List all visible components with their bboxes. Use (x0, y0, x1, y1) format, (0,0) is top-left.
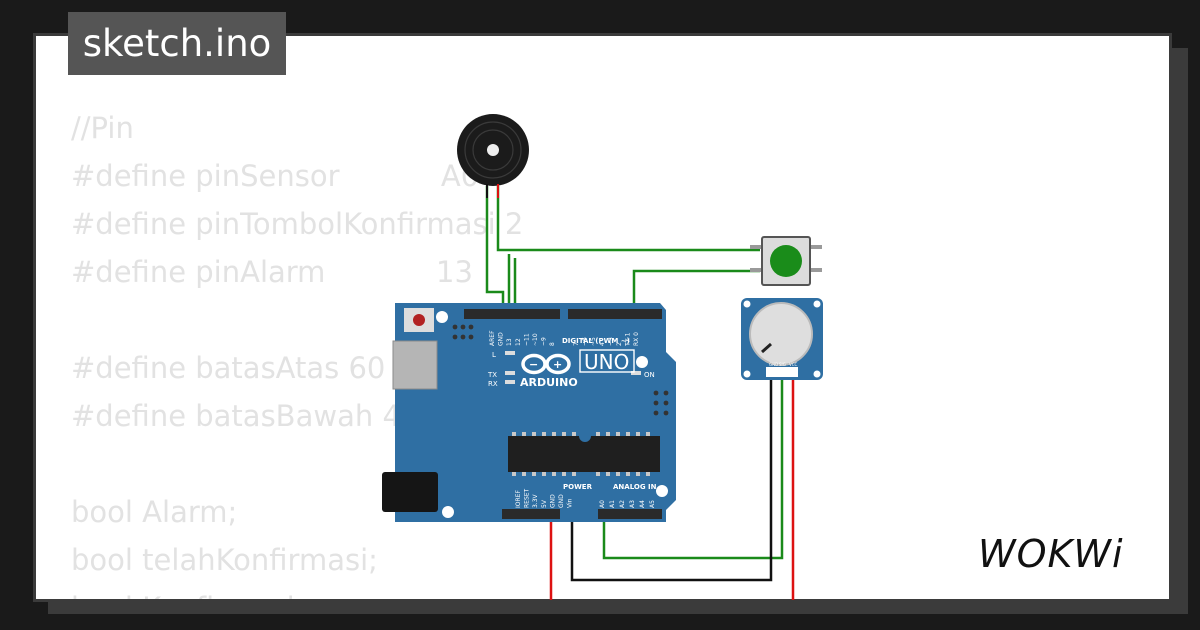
code-line: bool telahKonfirmasi; (71, 543, 378, 577)
arduino-infinity-logo (521, 353, 571, 375)
wire-pot-gnd (570, 378, 773, 582)
pin-label: TX 1 (625, 332, 632, 347)
pin-label: 3.3V (532, 493, 539, 508)
pin-label: ~6 (582, 337, 589, 346)
wire-button-pin2 (632, 269, 760, 312)
potentiometer-icon: GND SIG VCC (741, 298, 823, 380)
pin-label: RESET (524, 488, 531, 508)
code-line: #define batasBawah 40 (71, 399, 420, 433)
pin-label: 2 (616, 342, 623, 346)
push-button-icon (750, 236, 822, 286)
analog-header-label: ANALOG IN (613, 483, 657, 491)
pin-label: A0 (599, 500, 606, 508)
pin-label: GND (558, 494, 565, 508)
pot-pin-vcc: VCC (789, 362, 798, 367)
code-line: bool Konfirmasi; (71, 584, 523, 599)
pin-label: A4 (639, 500, 646, 508)
pin-label: ~3 (607, 337, 614, 346)
pin-label: 7 (573, 342, 580, 346)
arduino-board-icon: L TX RX ON DIGITAL (PWM ~) POWER ANALOG … (382, 303, 676, 522)
status-leds (505, 351, 641, 384)
board-brand: ARDUINO (520, 376, 578, 389)
code-line: //Pin (71, 111, 134, 145)
pin-label: 8 (549, 342, 556, 346)
atmega-pins (512, 432, 650, 476)
led-l-label: L (492, 351, 496, 359)
pot-pin-sig: SIG (779, 362, 786, 367)
digital-header-label: DIGITAL (PWM ~) (562, 337, 630, 345)
wire-buzzer-signal (496, 186, 760, 252)
code-line: bool Alarm; (71, 495, 238, 529)
pin-label: 5V (541, 499, 548, 508)
pin-label: RX 0 (633, 332, 640, 346)
icsp-header (452, 324, 669, 416)
pin-label: Vin (567, 498, 574, 508)
wire-pot-signal (602, 378, 784, 560)
wokwi-logo-text: WOKWi (978, 532, 1124, 576)
wokwi-logo: WOKWi (978, 532, 1124, 576)
code-line: #define pinTombolKonfirmasi 2 (71, 207, 524, 241)
power-header-label: POWER (563, 483, 593, 491)
pin-label: A2 (619, 500, 626, 508)
code-line: #define batasAtas 60 (71, 351, 386, 385)
pin-label: ~9 (541, 337, 548, 346)
board-model: UNO (584, 350, 629, 374)
pin-label: GND (549, 494, 556, 508)
pin-label: A1 (609, 500, 616, 508)
led-tx-label: TX (487, 371, 497, 379)
code-line: #define pinSensor A0 (71, 159, 480, 193)
sketch-title: sketch.ino (68, 12, 286, 75)
pin-label: 12 (515, 338, 522, 346)
wires (485, 186, 795, 600)
pin-label: GND (498, 332, 505, 346)
pin-label: 4 (599, 342, 606, 346)
pin-headers (464, 309, 662, 519)
pin-label: 13 (506, 338, 513, 346)
led-rx-label: RX (488, 380, 498, 388)
pin-label: IOREF (515, 490, 522, 508)
logo-plus: + (553, 358, 562, 371)
pin-label: A3 (629, 500, 636, 508)
pot-pin-gnd: GND (769, 362, 778, 367)
code-line: #define pinAlarm 13 (71, 255, 473, 289)
pin-label: AREF (489, 330, 496, 346)
code-preview: //Pin #define pinSensor A0 #define pinTomb… (71, 104, 524, 599)
pin-label: A5 (649, 500, 656, 508)
wire-buzzer-gnd (485, 186, 505, 312)
led-on-label: ON (644, 371, 655, 379)
pin-label: ~10 (532, 333, 539, 346)
logo-minus: − (529, 358, 538, 371)
pin-label: ~11 (523, 333, 530, 346)
pin-label: ~5 (590, 337, 597, 346)
buzzer-icon (457, 114, 529, 198)
